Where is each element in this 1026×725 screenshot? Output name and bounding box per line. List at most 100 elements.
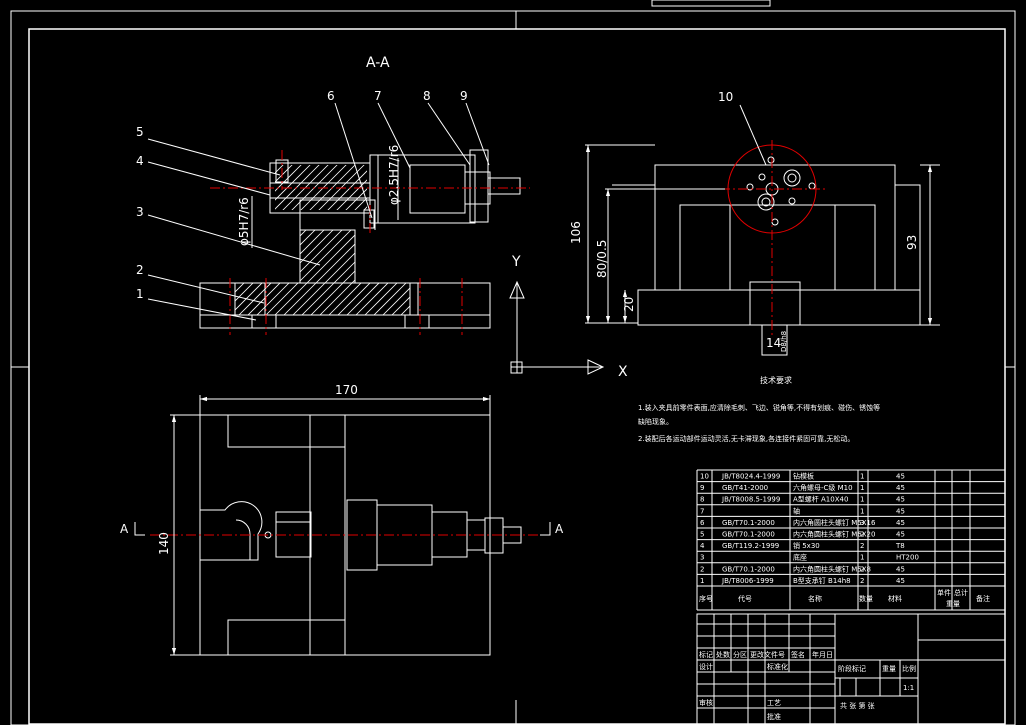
tb-approve: 批准	[767, 712, 781, 721]
dim-fit-2: φ2.5H7/r6	[387, 145, 401, 205]
hatch-line	[341, 230, 410, 315]
bom-material: 45	[896, 519, 905, 527]
hatch-line	[260, 230, 357, 315]
bom-head-name: 名称	[808, 594, 822, 603]
bom-head-no: 序号	[699, 594, 713, 603]
bom-name: 销 5x30	[793, 541, 820, 550]
bom-material: 45	[896, 473, 905, 481]
tech-req-line1: 1.装入夹具前零件表面,应清除毛刺、飞边、锐角等,不得有划痕、碰伤、锈蚀等	[638, 403, 880, 412]
hatch-line	[235, 230, 276, 315]
tb-design: 设计	[699, 662, 713, 671]
dim-170: 170	[335, 383, 358, 397]
bom-head-material: 材料	[888, 594, 902, 603]
hatch-line	[275, 165, 284, 174]
bom-head-unit: 单件	[937, 588, 951, 597]
tb-ratio: 比例	[902, 664, 916, 673]
bom-no: 1	[700, 577, 704, 585]
bom-code: JB/T8006-1999	[721, 577, 774, 585]
bom-qty: 1	[860, 484, 864, 492]
bom-name: 钻模板	[793, 472, 814, 481]
bom-head-qty: 数量	[859, 594, 873, 603]
bom-name: 六角螺母-C级 M10	[793, 483, 853, 492]
base-hatch	[234, 229, 411, 316]
bom-code: GB/T70.1-2000	[722, 565, 775, 573]
tb-sign: 签名	[791, 650, 805, 659]
hatch-line	[287, 230, 384, 315]
bom-qty: 2	[860, 542, 864, 550]
dim-14: 14	[766, 336, 781, 350]
bom-name: A型螺杆 A10X40	[793, 495, 848, 504]
dim-fit-1: φ5H7/r6	[237, 197, 251, 246]
tech-req-title: 技术要求	[760, 375, 792, 385]
bom-head-note: 备注	[976, 594, 990, 603]
bom-material: 45	[896, 496, 905, 504]
hatch-line	[386, 230, 410, 315]
hatch-line	[235, 230, 303, 315]
bom-head-total: 总计	[954, 588, 968, 597]
tb-process: 工艺	[767, 699, 781, 707]
hatch-line	[305, 230, 402, 315]
dim-fit-slot: D8/h8	[780, 331, 788, 352]
bom-no: 6	[700, 519, 705, 527]
bom-code: GB/T119.2-1999	[722, 542, 779, 550]
tb-ratio-value: 1:1	[903, 684, 914, 692]
balloon-9: 9	[460, 89, 468, 103]
tb-check: 审核	[699, 698, 713, 707]
bom-qty: 1	[860, 554, 864, 562]
bom-name: 内六角圆柱头螺钉 M5X8	[793, 564, 871, 573]
bom-code: GB/T70.1-2000	[722, 519, 775, 527]
bom-qty: 1	[860, 507, 864, 515]
bom-name: 内六角圆柱头螺钉 M6X20	[793, 530, 875, 539]
technical-requirements: 技术要求 1.装入夹具前零件表面,应清除毛刺、飞边、锐角等,不得有划痕、碰伤、锈…	[638, 375, 880, 443]
bom-name: 内六角圆柱头螺钉 M5X16	[793, 518, 876, 527]
hatch-line	[332, 230, 410, 315]
dim-80: 80/0.5	[595, 240, 609, 278]
tb-count: 处数	[716, 650, 730, 659]
balloon-1: 1	[136, 287, 144, 301]
bom-name: 轴	[793, 506, 800, 515]
axis-y-label: Y	[511, 254, 521, 270]
dim-93: 93	[905, 235, 919, 250]
tb-stage: 阶段标记	[838, 664, 866, 673]
bom-no: 8	[700, 496, 704, 504]
hatch-line	[345, 188, 367, 210]
bom-code: JB/T8008.5-1999	[721, 496, 780, 504]
bom-name: 底座	[793, 553, 807, 562]
bom-code: GB/T41-2000	[722, 484, 768, 492]
balloon-5: 5	[136, 125, 144, 139]
ucs-icon: Y X	[509, 254, 628, 380]
tb-weight: 重量	[882, 665, 896, 673]
axis-x-label: X	[618, 364, 628, 380]
balloon-8: 8	[423, 89, 431, 103]
side-view: 10 106 80/0.5 93 20 14 D8/h8	[569, 90, 940, 356]
tb-date: 年月日	[812, 650, 833, 659]
hatch-line	[377, 230, 410, 315]
hatch-line	[242, 230, 339, 315]
tb-sheet: 共 张 第 张	[840, 701, 875, 710]
hatch-line	[235, 230, 240, 315]
bom-material: 45	[896, 484, 905, 492]
title-block: 标记 处数 分区 更改文件号 签名 年月日 设计 标准化 审核 工艺 批准 阶段…	[696, 613, 1006, 725]
section-view-aa: A-A	[136, 55, 530, 335]
sheet-frame	[10, 0, 1016, 725]
hatch-line	[278, 230, 375, 315]
bom-code: GB/T70.1-2000	[722, 531, 775, 539]
bom-head-code: 代号	[738, 594, 752, 603]
balloon-7: 7	[374, 89, 382, 103]
balloon-2: 2	[136, 263, 144, 277]
hatch-line	[323, 230, 410, 315]
hatch-line	[269, 230, 366, 315]
hatch-line	[314, 230, 410, 315]
bom-material: 45	[896, 565, 905, 573]
balloon-3: 3	[136, 205, 144, 219]
tb-zone: 分区	[733, 650, 747, 659]
tech-req-line1b: 缺陷现象。	[638, 417, 673, 426]
dim-20: 20	[622, 297, 636, 312]
bom-material: T8	[895, 542, 905, 550]
bom-qty: 2	[860, 577, 864, 585]
tb-change: 更改文件号	[750, 650, 785, 659]
bom-material: 45	[896, 507, 905, 515]
section-label: A-A	[366, 55, 390, 71]
bom-no: 7	[700, 507, 704, 515]
